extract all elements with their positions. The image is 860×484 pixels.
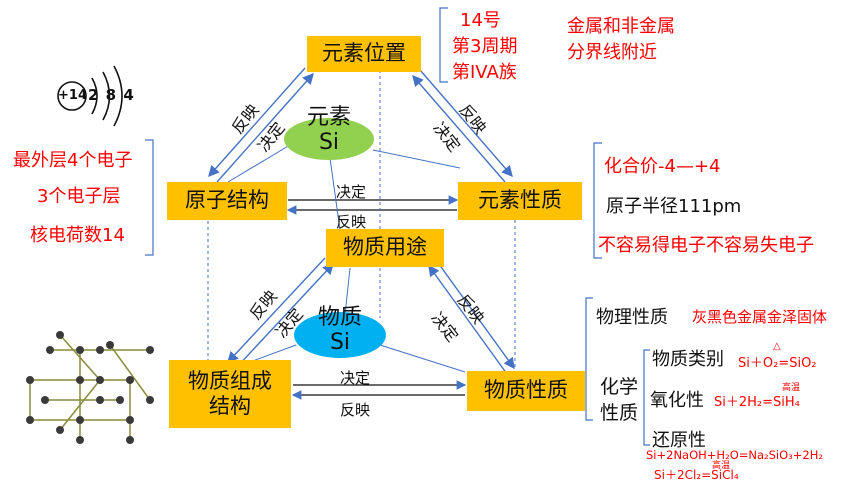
ellipse-substance-si: 物质 Si (294, 306, 386, 358)
arrow-properties-position (412, 74, 506, 183)
label-reflect-middle: 反映 (336, 213, 367, 231)
bracket-properties (593, 142, 602, 259)
atom-nucleus: +14 (58, 88, 87, 103)
arrow-usage-composition (227, 257, 326, 364)
category-condition: △ (773, 341, 781, 352)
arrow-props-usage (428, 264, 508, 375)
box-element-properties: 元素性质 (458, 182, 582, 220)
element-si-line1: 元素 (306, 104, 351, 130)
reducing-equation-1: Si+2NaOH+H₂O=Na₂SiO₃+2H₂ (646, 448, 824, 462)
boundary-note-line1: 金属和非金属 (567, 16, 675, 37)
arrow-usage-props (435, 259, 515, 370)
oxidizing-equation: Si＋2H₂=SiH₄ (714, 395, 800, 410)
crystal-lattice (29, 334, 151, 440)
chemical-properties-label-2: 性质 (600, 402, 639, 424)
arrow-composition-usage (235, 262, 334, 369)
arrow-position-structure (208, 67, 306, 178)
crystal-atoms (26, 331, 154, 444)
reducing-condition: 高温 (712, 461, 731, 471)
substance-si-line1: 物质 (317, 304, 362, 330)
box-substance-composition: 物质组成 结构 (169, 360, 291, 428)
bracket-substance (585, 297, 593, 421)
box-atomic-structure: 原子结构 (167, 182, 287, 220)
position-group: 第IVA族 (452, 62, 517, 83)
property-electron: 不容易得电子不容易失电子 (598, 235, 814, 256)
bracket-position (439, 7, 448, 83)
arrow-position-properties (419, 69, 513, 178)
label-reflect-bottom: 反映 (340, 401, 371, 419)
bracket-structure (145, 139, 154, 256)
position-period: 第3周期 (452, 36, 518, 57)
element-si-line2: Si (318, 130, 340, 155)
category-label: 物质类别 (652, 349, 724, 370)
arrow-structure-position (216, 72, 314, 183)
physical-properties-value: 灰黑色金属金泽固体 (692, 308, 828, 326)
composition-line2: 结构 (209, 394, 251, 418)
reducing-label: 还原性 (652, 430, 706, 451)
atom-diagram-arcs (57, 65, 123, 127)
position-number: 14号 (460, 10, 501, 31)
boundary-note-line2: 分界线附近 (567, 42, 657, 63)
bracket-chemical (643, 349, 650, 446)
composition-line1: 物质组成 (188, 368, 272, 393)
ellipse-element-si: 元素 Si (284, 106, 374, 160)
physical-properties-label: 物理性质 (596, 307, 668, 328)
chemical-properties-label-1: 化学 (600, 376, 639, 398)
reducing-equation-2: Si＋2Cl₂=SiCl₄ (654, 468, 739, 482)
box-element-position: 元素位置 (307, 36, 421, 72)
atom-shells: 2 8 4 (88, 86, 135, 104)
structure-nuclear-charge: 核电荷数14 (30, 225, 125, 246)
box-substance-properties: 物质性质 (467, 371, 585, 411)
category-equation: Si＋O₂=SiO₂ (738, 356, 817, 371)
oxidizing-label: 氧化性 (650, 390, 704, 411)
oxidizing-condition: 高温 (782, 383, 801, 393)
structure-electron-shells: 3个电子层 (37, 186, 121, 207)
label-decide-bottom: 决定 (340, 369, 371, 387)
property-valence: 化合价-4—+4 (604, 156, 721, 177)
substance-si-line2: Si (329, 330, 351, 355)
box-substance-usage: 物质用途 (326, 229, 444, 267)
property-radius: 原子半径111pm (606, 196, 742, 217)
structure-outer-electrons: 最外层4个电子 (13, 150, 133, 171)
label-decide-middle: 决定 (336, 183, 367, 201)
